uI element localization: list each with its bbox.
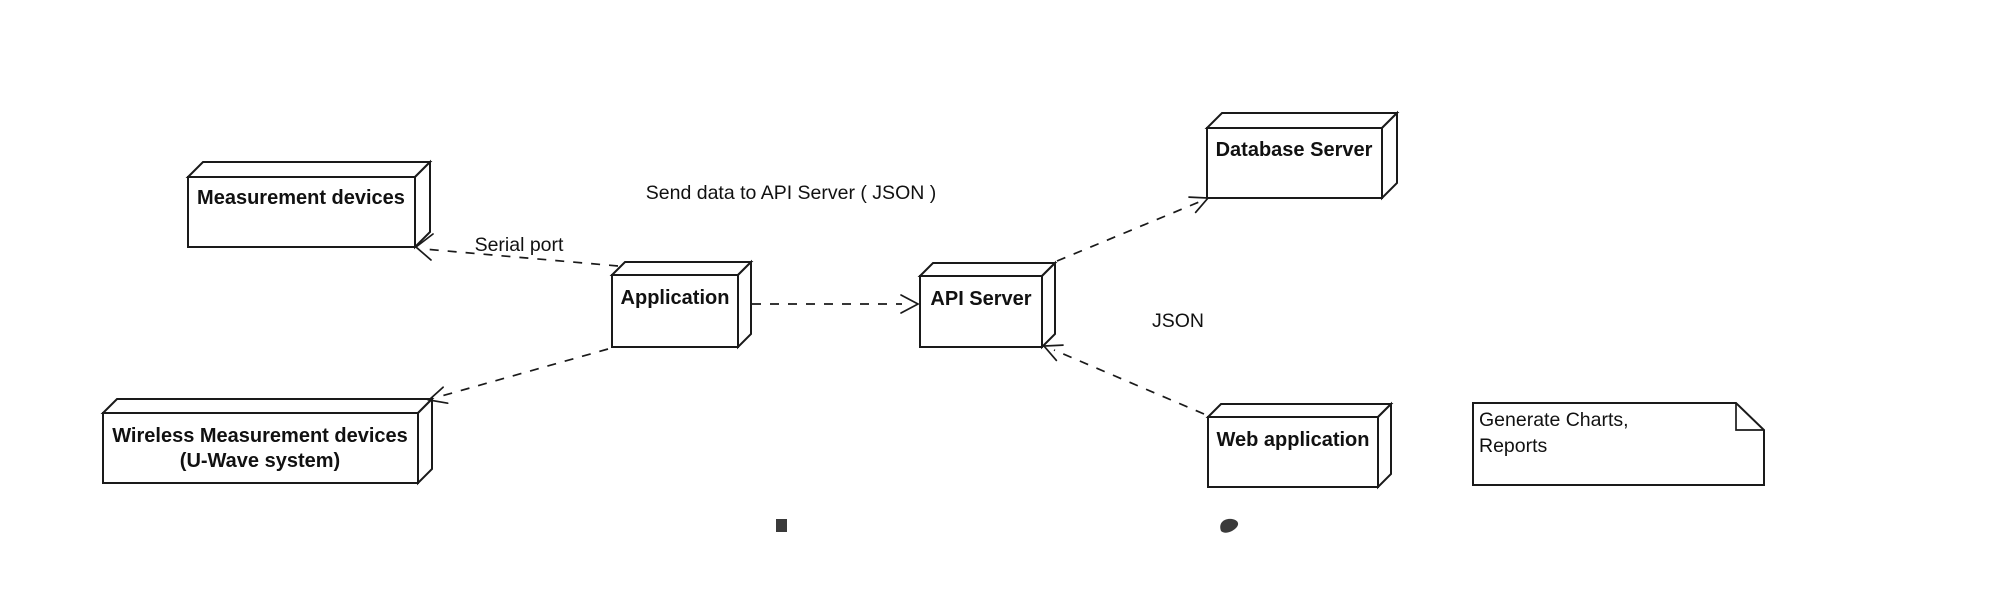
edge-application-to-api-server bbox=[752, 294, 920, 314]
edge-api-server-to-database-server bbox=[1056, 196, 1210, 262]
box-top-face bbox=[917, 262, 1058, 277]
box-front-face bbox=[919, 275, 1043, 348]
edge-line bbox=[423, 248, 619, 267]
node-label-wireless-line2: (U-Wave system) bbox=[180, 450, 340, 472]
node-api-server: API Server bbox=[917, 260, 1058, 350]
box-front-face bbox=[611, 274, 739, 348]
open-arrowhead bbox=[427, 386, 449, 405]
edge-line bbox=[1056, 201, 1200, 262]
edge-web-application-to-api-server bbox=[1042, 344, 1205, 415]
open-arrowhead bbox=[1188, 196, 1210, 214]
box-right-face bbox=[737, 259, 752, 350]
edge-line bbox=[1053, 349, 1205, 415]
node-label-application: Application bbox=[621, 287, 730, 309]
node-application: Application bbox=[609, 259, 754, 350]
node-web-application: Web application bbox=[1205, 401, 1394, 490]
box-front-face bbox=[1207, 416, 1379, 488]
edge-label-serial-port: Serial port bbox=[475, 234, 564, 256]
edge-line bbox=[437, 348, 609, 398]
node-database-server: Database Server bbox=[1204, 110, 1400, 201]
node-wireless-measurement-devices: Wireless Measurement devices (U-Wave sys… bbox=[100, 396, 435, 486]
node-label-api-server: API Server bbox=[930, 288, 1031, 310]
artifact-square bbox=[776, 519, 787, 532]
box-front-face bbox=[102, 412, 419, 484]
box-right-face bbox=[417, 396, 433, 486]
node-label-web-application: Web application bbox=[1217, 429, 1370, 451]
edge-application-to-wireless-measurement-devices bbox=[427, 348, 609, 405]
note-generate-charts: Generate Charts, Reports bbox=[1472, 402, 1765, 486]
note-fold-corner bbox=[1735, 402, 1765, 431]
box-right-face bbox=[1377, 401, 1392, 490]
note-text-line1: Generate Charts, bbox=[1479, 409, 1629, 431]
open-arrowhead bbox=[414, 233, 434, 261]
edge-application-to-measurement-devices bbox=[414, 233, 619, 267]
box-top-face bbox=[100, 398, 435, 414]
box-right-face bbox=[1041, 260, 1056, 350]
open-arrowhead bbox=[900, 294, 920, 314]
node-label-wireless-line1: Wireless Measurement devices bbox=[112, 425, 408, 447]
note-text-line2: Reports bbox=[1479, 435, 1548, 457]
box-top-face bbox=[185, 161, 433, 178]
box-front-face bbox=[187, 176, 416, 248]
box-top-face bbox=[609, 261, 754, 276]
open-arrowhead bbox=[1042, 344, 1064, 362]
box-top-face bbox=[1204, 112, 1400, 129]
node-measurement-devices: Measurement devices bbox=[185, 159, 433, 250]
box-front-face bbox=[1206, 127, 1383, 199]
note-outline bbox=[1472, 402, 1765, 486]
box-right-face bbox=[1381, 110, 1398, 201]
edge-label-send-data: Send data to API Server ( JSON ) bbox=[646, 182, 936, 204]
node-label-measurement-devices: Measurement devices bbox=[197, 187, 405, 209]
box-top-face bbox=[1205, 403, 1394, 418]
node-label-database-server: Database Server bbox=[1216, 139, 1373, 161]
edge-label-json: JSON bbox=[1152, 310, 1204, 332]
box-right-face bbox=[414, 159, 431, 250]
artifact-glyph bbox=[1220, 518, 1239, 533]
